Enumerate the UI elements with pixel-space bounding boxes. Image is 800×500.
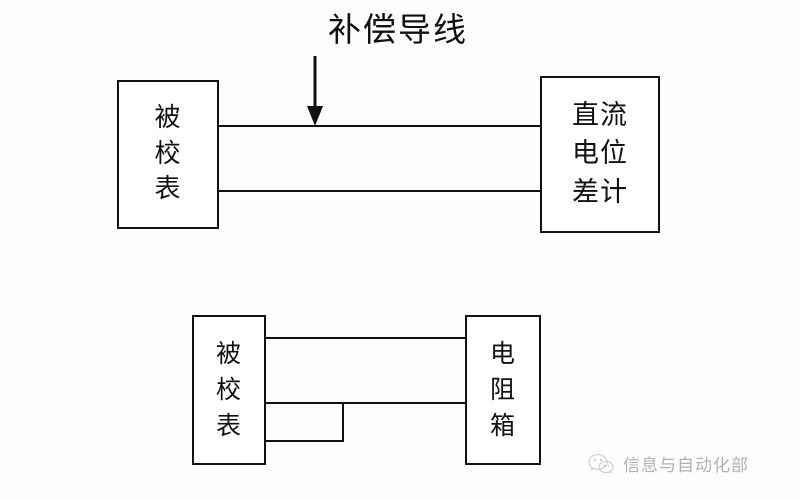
wire-top-lower — [218, 190, 542, 192]
watermark: 信息与自动化部 — [588, 451, 749, 476]
annotation-compensating-wire-label: 补偿导线 — [328, 10, 468, 49]
block-meter-bottom-label: 被 校 表 — [215, 338, 242, 441]
block-meter-bottom: 被 校 表 — [192, 315, 266, 465]
wire-bottom-lower — [264, 440, 344, 442]
block-resistance-box: 电 阻 箱 — [465, 315, 541, 465]
block-resistance-box-label: 电 阻 箱 — [489, 338, 516, 441]
block-dc-potentiometer: 直流 电位 差计 — [540, 76, 660, 233]
wire-top-upper — [218, 125, 542, 127]
wire-bottom-jumper — [342, 402, 344, 442]
block-meter-top-label: 被 校 表 — [154, 102, 182, 205]
down-arrow-icon — [307, 56, 323, 126]
wechat-logo-icon — [588, 453, 614, 474]
block-meter-top: 被 校 表 — [117, 80, 219, 229]
wire-bottom-middle — [264, 402, 467, 404]
watermark-text: 信息与自动化部 — [623, 456, 749, 476]
wire-bottom-upper — [264, 337, 467, 339]
block-dc-potentiometer-label: 直流 电位 差计 — [572, 100, 628, 208]
